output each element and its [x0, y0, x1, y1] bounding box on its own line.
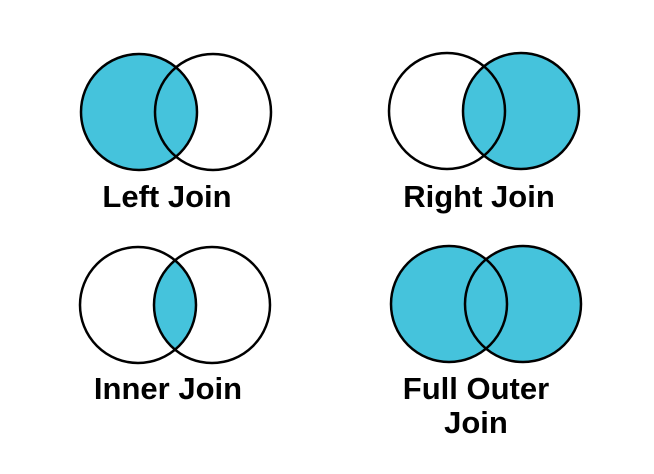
left-circle-outline	[387, 51, 507, 171]
right-circle-outline	[463, 244, 583, 364]
left-circle-outline	[79, 52, 199, 172]
intersection-region	[155, 54, 197, 170]
intersection-region	[154, 247, 196, 363]
venn-right-join	[387, 51, 581, 171]
intersection-region	[465, 246, 507, 362]
left-circle-outline	[389, 244, 509, 364]
inner-join-label: Inner Join	[93, 371, 243, 406]
venn-left-join	[79, 52, 273, 172]
right-join-label: Right Join	[403, 179, 555, 214]
intersection-region	[463, 53, 505, 169]
right-circle-outline	[461, 51, 581, 171]
full-outer-join-label: Full Outer Join	[402, 371, 550, 440]
right-circle-outline	[152, 245, 272, 365]
right-circle-outline	[153, 52, 273, 172]
left-circle-outline	[78, 245, 198, 365]
left-join-label: Left Join	[102, 179, 232, 214]
venn-inner-join	[78, 245, 272, 365]
venn-full-outer-join	[389, 244, 583, 364]
